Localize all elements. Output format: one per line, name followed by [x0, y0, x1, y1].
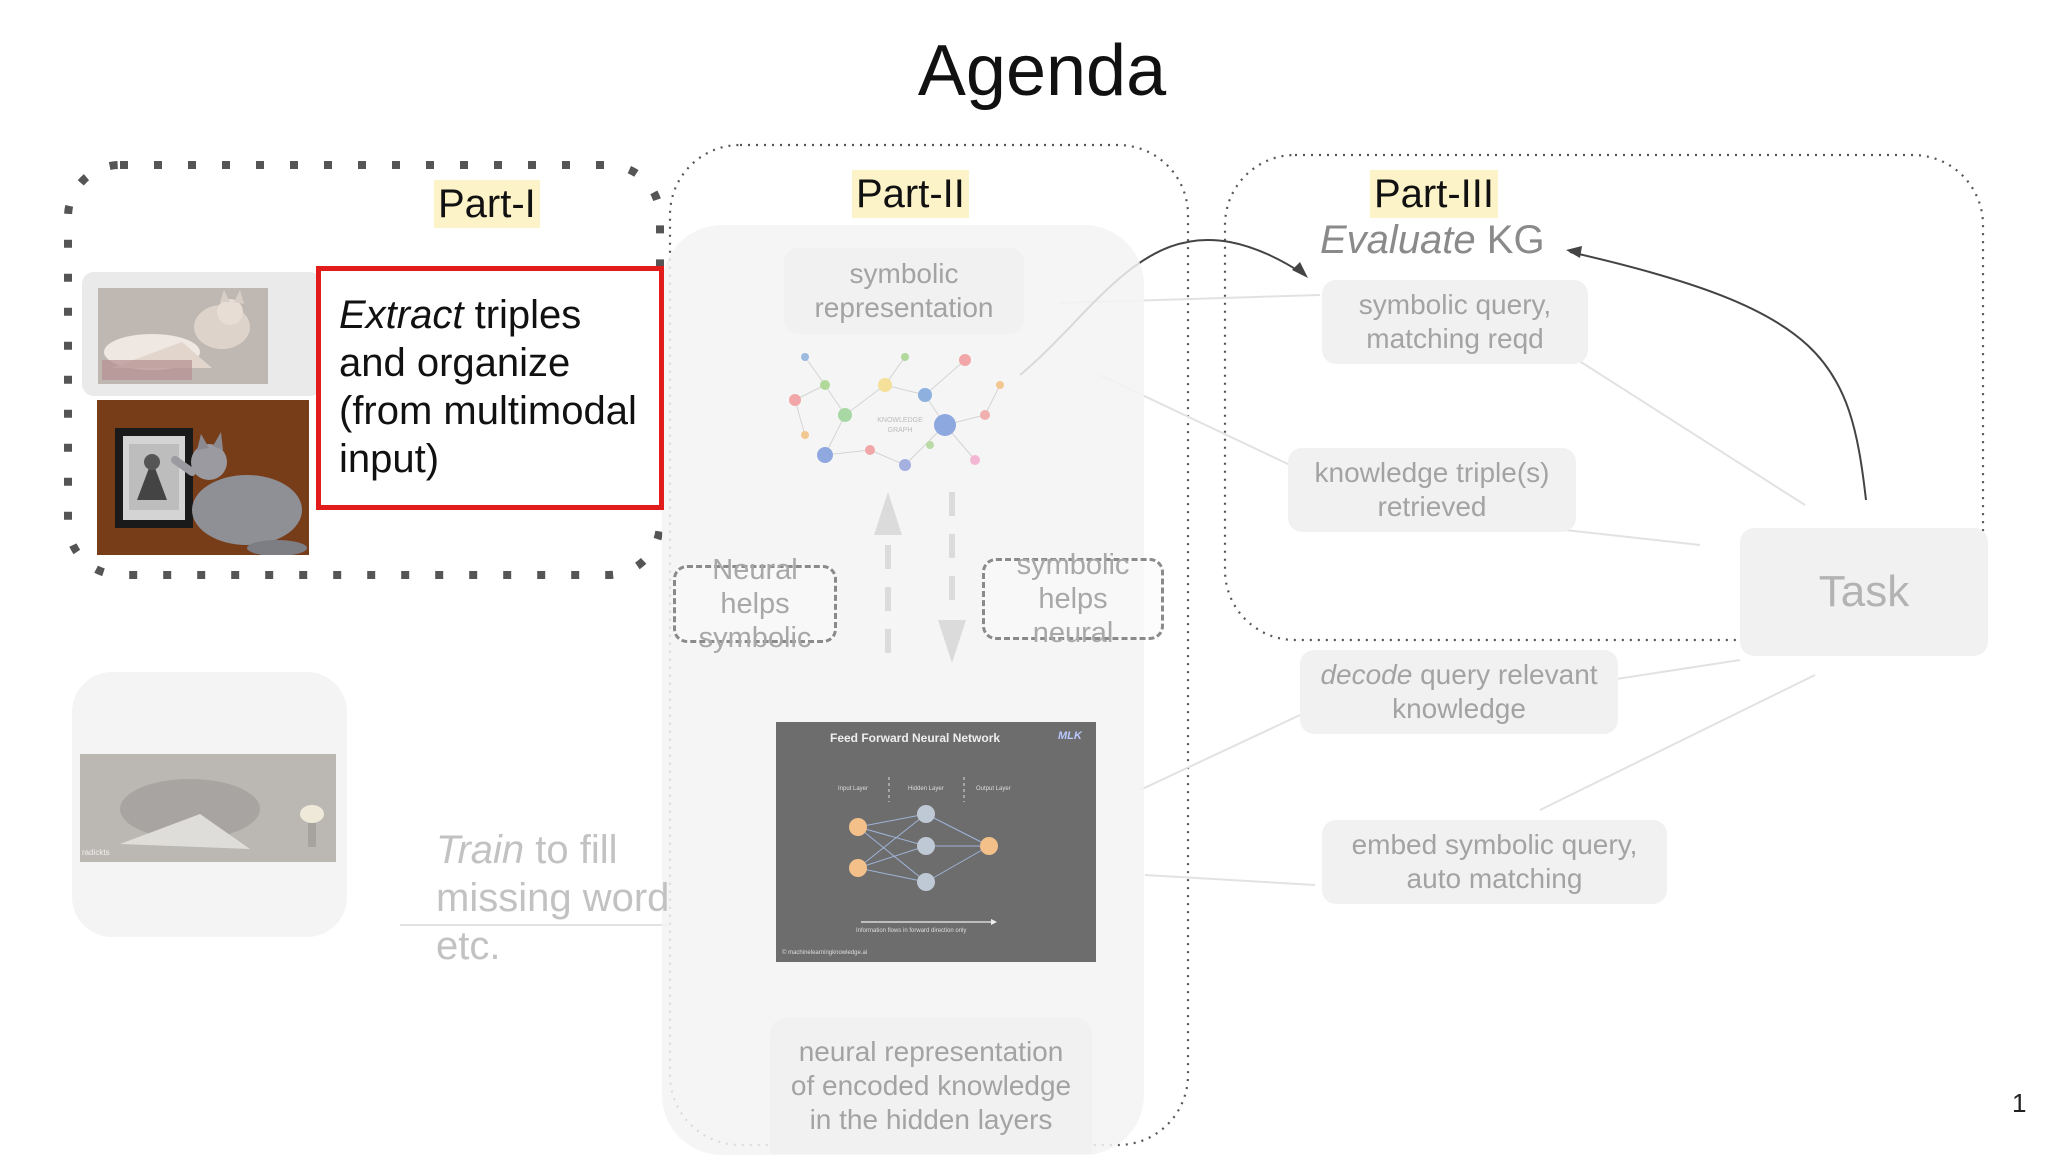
embed-query-box: embed symbolic query, auto matching [1322, 820, 1667, 904]
task-box: Task [1740, 528, 1988, 656]
train-text: Train to fill missing word etc. [436, 826, 676, 971]
cat-picture-frame-photo [97, 400, 309, 555]
task-to-evaluate-arrowhead [1566, 246, 1582, 258]
knowledge-triples-box: knowledge triple(s) retrieved [1288, 448, 1576, 532]
knowledge-graph-image: KNOWLEDGE GRAPH [785, 345, 1015, 475]
neural-helps-symbolic-box: Neural helps symbolic [673, 554, 837, 654]
nn-title: Feed Forward Neural Network [830, 731, 1001, 745]
page-number: 1 [2012, 1088, 2027, 1118]
symbolic-representation-box: symbolic representation [784, 248, 1024, 334]
decode-emphasis: decode [1320, 659, 1413, 690]
evaluate-rest: KG [1475, 218, 1545, 262]
symbolic-query-box: symbolic query, matching reqd [1322, 280, 1588, 364]
kg-to-query-arrowhead [1292, 262, 1308, 278]
nn-hidden-layer: Hidden Layer [908, 786, 944, 792]
extract-text: triples and organize (from multimodal in… [339, 293, 637, 481]
nn-logo: MLK [1058, 730, 1082, 742]
nn-credit: © machinelearningknowledge.ai [782, 950, 868, 956]
faded-cat-photo: radickts [80, 754, 336, 862]
symbolic-helps-neural-box: symbolic helps neural [982, 549, 1164, 649]
photo-credit: radickts [82, 848, 110, 857]
train-emphasis: Train [436, 828, 525, 872]
task-to-evaluate-arrow [1569, 251, 1867, 501]
extract-triples-box: Extract triples and organize (from multi… [316, 266, 664, 510]
nn-flow-caption: Information flows in forward direction o… [856, 928, 967, 934]
part1-label: Part-I [434, 180, 540, 228]
extract-emphasis: Extract [339, 293, 464, 337]
part2-label: Part-II [852, 170, 969, 218]
train-rest: to fill missing word etc. [436, 828, 670, 968]
part1-container [64, 161, 664, 579]
neural-network-image: Feed Forward Neural Network MLK Input La… [776, 722, 1096, 962]
decode-rest: query relevant knowledge [1392, 659, 1598, 724]
nn-output-layer: Output Layer [976, 786, 1011, 792]
decode-query-box: decode query relevant knowledge [1300, 650, 1618, 734]
evaluate-emphasis: Evaluate [1320, 218, 1476, 262]
cat-reading-photo [82, 272, 322, 396]
kg-caption-line2: GRAPH [887, 427, 913, 434]
faded-photo-card: radickts [72, 672, 347, 937]
page-title: Agenda [917, 31, 1167, 111]
part2-background [662, 225, 1144, 1155]
part3-label: Part-III [1370, 170, 1499, 218]
evaluate-kg-subtitle: Evaluate KG [1320, 216, 1545, 264]
neural-representation-box: neural representation of encoded knowled… [770, 1018, 1092, 1154]
nn-input-layer: Input Layer [838, 786, 869, 792]
kg-caption-line1: KNOWLEDGE [877, 417, 923, 424]
